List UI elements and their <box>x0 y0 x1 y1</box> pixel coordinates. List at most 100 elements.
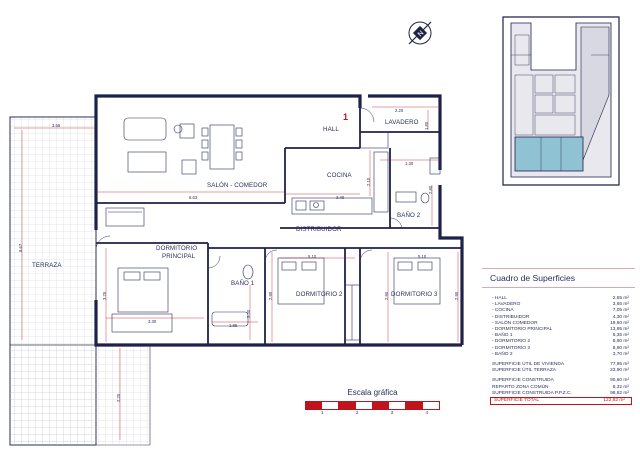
surface-room-row-value: 13,95 m² <box>610 327 629 333</box>
bathroom-fixtures <box>211 157 441 327</box>
room-bano1: BAÑO 1 <box>231 280 255 287</box>
svg-text:N: N <box>417 30 426 39</box>
surface-construida-row-label: REPARTO ZONA COMÚN <box>492 384 549 390</box>
dim-bano1-h: 3.30 <box>246 309 251 318</box>
dim-bano1-w: 1.85 <box>229 323 238 328</box>
surface-construida-row-label: SUPERFICIE CONSTRUIDA <box>492 378 554 384</box>
surface-room-row: - BAÑO 1 5,35 m² <box>482 333 632 339</box>
surface-room-row-label: - COCINA <box>492 308 514 314</box>
surface-room-row-label: - BAÑO 2 <box>492 351 513 357</box>
dim-bano2-h: 2.80 <box>428 185 433 194</box>
room-dormitorio-principal-1: DORMITORIO <box>156 245 198 252</box>
room-dormitorio-principal-2: PRINCIPAL <box>162 253 196 260</box>
dim-lavadero-h: 1.80 <box>424 121 429 130</box>
surface-room-row-label: - HALL <box>492 296 507 301</box>
dimension-lines <box>14 106 459 440</box>
scale-tick: 2 <box>355 410 359 415</box>
kitchen-fixtures <box>291 131 389 215</box>
surfaces-title: Cuadro de Superficies <box>482 268 635 288</box>
surface-util-row-value: 77,95 m² <box>610 362 629 368</box>
scale-tick: 3 <box>390 410 394 415</box>
surface-room-row-label: - DORMITORIO 3 <box>492 345 531 351</box>
surface-room-row-value: 8,90 m² <box>612 339 629 345</box>
dim-terraza-bottom: 2.20 <box>116 393 121 402</box>
dim-d3-h: 2.90 <box>384 291 389 300</box>
room-terraza: TERRAZA <box>32 262 62 269</box>
dim-dp-w: 3.30 <box>148 319 157 324</box>
dim-d3-h2: 2.90 <box>454 291 459 300</box>
surface-room-row: - HALL 2,55 m² <box>482 296 632 302</box>
scale-tick: 4 <box>425 410 428 415</box>
graphic-scale: Escala gráfica 1 2 3 4 <box>305 388 440 415</box>
dim-dp-h: 3.25 <box>102 291 107 300</box>
surface-room-row-value: 5,35 m² <box>612 333 629 339</box>
surface-util-row-label: SUPERFICIE ÚTIL TERRAZA <box>492 368 556 374</box>
surface-room-row-value: 3,65 m² <box>612 302 629 308</box>
surface-room-row: - LAVADERO 3,65 m² <box>482 302 632 308</box>
room-dormitorio3: DORMITORIO 3 <box>391 291 438 298</box>
surfaces-total-label: SUPERFICIE TOTAL <box>494 398 540 404</box>
surface-room-row-label: - BAÑO 1 <box>492 333 513 339</box>
surface-util-row: SUPERFICIE ÚTIL DE VIVIENDA 77,95 m² <box>482 362 632 368</box>
dim-dist-w: 5.10 <box>308 254 317 259</box>
exterior-walls <box>94 94 464 347</box>
room-bano2: BAÑO 2 <box>397 212 421 219</box>
surface-util-row: SUPERFICIE ÚTIL TERRAZA 23,90 m² <box>482 368 632 374</box>
dim-cocina-h: 2.10 <box>366 177 371 186</box>
surface-room-row-label: - DORMITORIO 2 <box>492 339 531 345</box>
room-dormitorio2: DORMITORIO 2 <box>296 291 343 298</box>
dim-dist-w2: 5.10 <box>418 254 427 259</box>
surface-room-row-label: - LAVADERO <box>492 302 521 308</box>
surface-room-row-value: 3,70 m² <box>612 351 629 357</box>
highlighted-unit <box>514 136 584 172</box>
surface-room-row-value: 2,55 m² <box>612 296 629 301</box>
surface-construida-row: SUPERFICIE CONSTRUIDA P.P.Z.C.98,92 m² <box>482 391 632 397</box>
surface-util-row-label: SUPERFICIE ÚTIL DE VIVIENDA <box>492 362 565 368</box>
room-hall: HALL <box>323 126 339 133</box>
surface-room-row: - BAÑO 2 3,70 m² <box>482 352 632 358</box>
surface-room-row-value: 19,60 m² <box>610 320 629 326</box>
room-cocina: COCINA <box>327 172 352 179</box>
dim-terraza-h: 8.67 <box>18 243 23 252</box>
dim-d2-h: 2.90 <box>268 291 273 300</box>
room-lavadero: LAVADERO <box>385 119 419 126</box>
unit-marker: 1 <box>343 112 349 122</box>
surfaces-rooms-list: - HALL 2,55 m² - LAVADERO 3,65 m² - COCINA 7,… <box>482 296 632 358</box>
surface-construida-row-value: 90,60 m² <box>610 378 629 384</box>
surface-room-row-value: 4,30 m² <box>612 314 629 320</box>
living-furniture <box>123 117 243 175</box>
surface-util-row-value: 23,90 m² <box>610 368 629 374</box>
surface-room-row-label: - DISTRIBUIDOR <box>492 314 530 320</box>
surfaces-total-value: 122,82 m² <box>603 398 625 404</box>
bedroom-furniture <box>105 207 441 341</box>
dim-salon-w: 6.63 <box>189 195 198 200</box>
surface-room-row-value: 7,05 m² <box>612 308 629 314</box>
dim-cocina-w2: 1.30 <box>405 161 414 166</box>
dim-terraza-w: 3.55 <box>52 123 61 128</box>
surface-room-row: - DORMITORIO 3 8,90 m² <box>482 346 632 352</box>
scale-title: Escala gráfica <box>347 388 398 397</box>
room-distribuidor: DISTRIBUIDOR <box>296 226 342 233</box>
north-arrow-icon: N <box>408 21 432 45</box>
key-plan <box>502 16 620 186</box>
surface-room-row: - COCINA 7,05 m² <box>482 308 632 314</box>
surface-construida-row: REPARTO ZONA COMÚN 8,32 m² <box>482 385 632 391</box>
surface-construida-row-label: SUPERFICIE CONSTRUIDA P.P.Z.C. <box>492 390 572 396</box>
surfaces-total-row: SUPERFICIE TOTAL 122,82 m² <box>490 397 632 406</box>
dim-lavadero-w: 2.20 <box>395 108 404 113</box>
surface-room-row-value: 8,90 m² <box>612 345 629 351</box>
room-salon: SALÓN - COMEDOR <box>207 182 268 189</box>
scale-ticks: 1 2 3 4 <box>305 410 440 415</box>
scale-tick: 1 <box>321 410 324 415</box>
interior-walls <box>96 108 462 345</box>
surface-construida-row-value: 8,32 m² <box>612 384 629 390</box>
surface-room-row-label: - DORMITORIO PRINCIPAL <box>492 327 553 333</box>
scale-bar <box>305 401 440 410</box>
surface-room-row: - DORMITORIO PRINCIPAL 13,95 m² <box>482 327 632 333</box>
surface-construida-row: SUPERFICIE CONSTRUIDA 90,60 m² <box>482 378 632 384</box>
